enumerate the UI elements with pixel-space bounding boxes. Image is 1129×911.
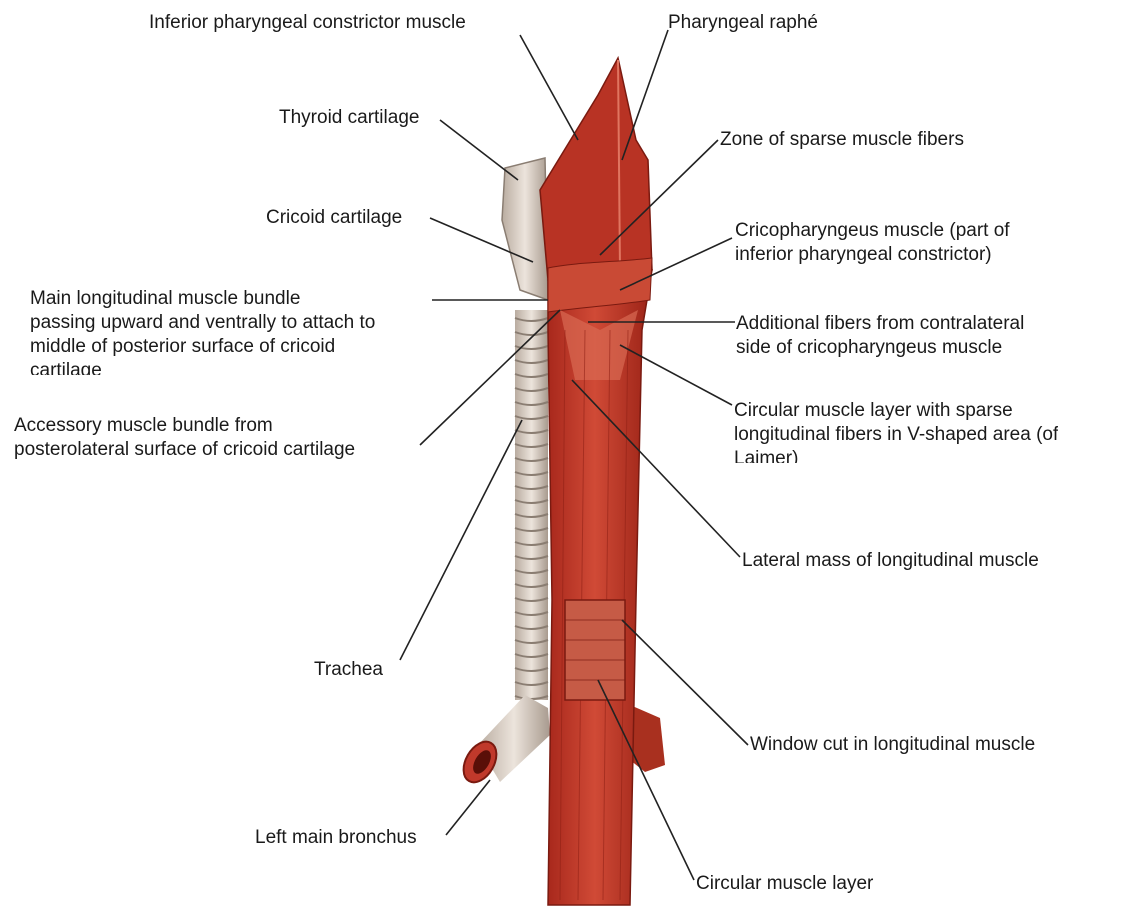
- label-thyroid-cartilage: Thyroid cartilage: [279, 106, 419, 130]
- label-inferior-constrictor: Inferior pharyngeal constrictor muscle: [149, 11, 466, 35]
- label-additional-fibers: Additional fibers from contralateral sid…: [736, 312, 1024, 360]
- label-circular-sparse: Circular muscle layer with sparse longit…: [734, 399, 1058, 463]
- right-bronchus-shape: [630, 705, 665, 772]
- cartilage-shape: [502, 158, 548, 300]
- label-cricopharyngeus: Cricopharyngeus muscle (part of inferior…: [735, 219, 1010, 267]
- label-line: cartilage: [30, 359, 375, 375]
- label-line: posterolateral surface of cricoid cartil…: [14, 438, 355, 462]
- label-line: Cricopharyngeus muscle (part of: [735, 219, 1010, 243]
- label-line: Additional fibers from contralateral: [736, 312, 1024, 336]
- label-left-bronchus: Left main bronchus: [255, 826, 417, 850]
- label-line: Circular muscle layer with sparse: [734, 399, 1058, 423]
- trachea-shape: [515, 310, 548, 700]
- label-line: side of cricopharyngeus muscle: [736, 336, 1024, 360]
- label-line: Main longitudinal muscle bundle: [30, 287, 375, 311]
- label-line: Laimer): [734, 447, 1058, 463]
- label-line: Accessory muscle bundle from: [14, 414, 355, 438]
- label-main-longitudinal: Main longitudinal muscle bundle passing …: [30, 287, 375, 375]
- label-line: inferior pharyngeal constrictor): [735, 243, 1010, 267]
- label-pharyngeal-raphe: Pharyngeal raphé: [668, 11, 818, 35]
- label-lateral-mass: Lateral mass of longitudinal muscle: [742, 549, 1039, 573]
- pharynx-shape: [540, 58, 652, 290]
- label-cricoid-cartilage: Cricoid cartilage: [266, 206, 402, 230]
- left-bronchus-shape: [457, 695, 550, 788]
- label-line: longitudinal fibers in V-shaped area (of: [734, 423, 1058, 447]
- label-trachea: Trachea: [314, 658, 383, 682]
- label-accessory-bundle: Accessory muscle bundle from posterolate…: [14, 414, 355, 462]
- label-zone-sparse: Zone of sparse muscle fibers: [720, 128, 964, 152]
- label-line: passing upward and ventrally to attach t…: [30, 311, 375, 335]
- label-line: middle of posterior surface of cricoid: [30, 335, 375, 359]
- label-window-cut: Window cut in longitudinal muscle: [750, 733, 1035, 757]
- window-cut-shape: [565, 600, 625, 700]
- label-circular-layer: Circular muscle layer: [696, 872, 873, 896]
